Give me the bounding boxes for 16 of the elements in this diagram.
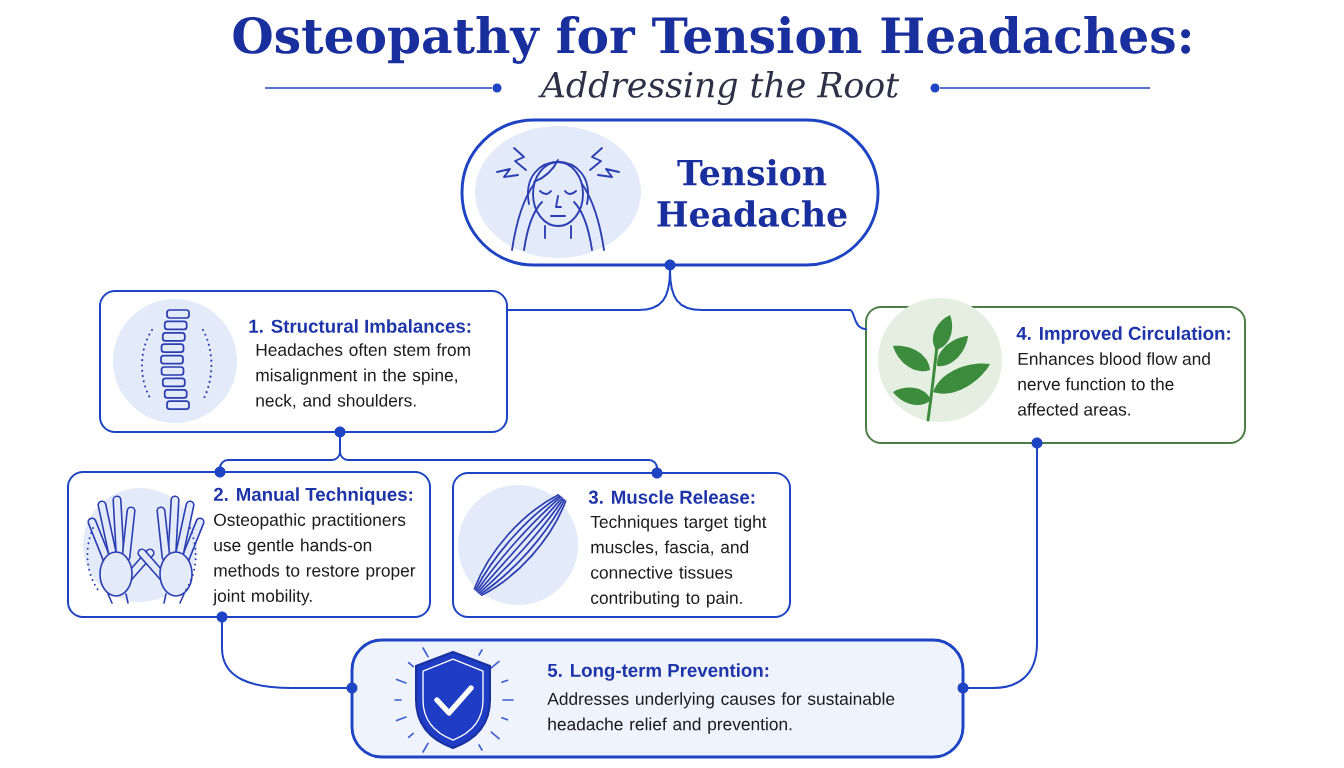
card-title: 1. Structural Imbalances: [249, 319, 471, 333]
card-title: 4. Improved Circulation: [1016, 326, 1230, 344]
title: Osteopathy for Tension Headaches: [233, 16, 1191, 64]
card-title: 5. Long-term Prevention: [547, 663, 769, 681]
card-text: Techniques target tight muscles, fascia, and connective tissues contributing to pain. [590, 515, 767, 608]
card-text: Enhances blood flow and nerve function to the affected areas. [1018, 352, 1210, 416]
card-text: Headaches often stem from misalignment in the spine, neck, and shoulders. [256, 343, 470, 409]
node-title: Tension Headache [657, 158, 847, 228]
connector [221, 621, 348, 689]
connector [669, 269, 867, 330]
connector [967, 447, 1038, 689]
connector [339, 436, 658, 469]
card-title: 2. Manual Techniques: [213, 487, 412, 505]
card-title: 3. Muscle Release: [588, 490, 755, 504]
card-text: Addresses underlying causes for sustainable headache relief and prevention. [547, 692, 895, 734]
card-text: Osteopathic practitioners use gentle hands-on methods to restore proper joint mobility. [212, 513, 416, 606]
